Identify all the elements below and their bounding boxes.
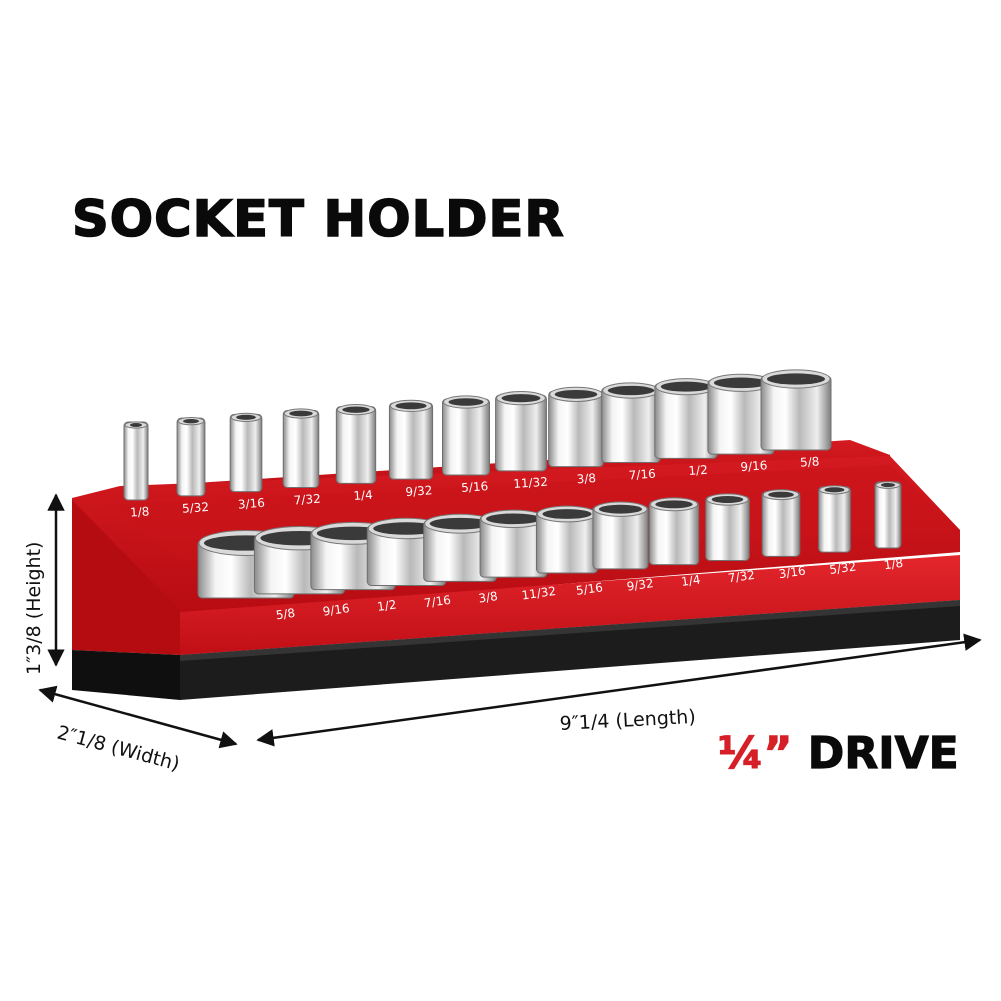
front-row-size-label: 9/32 [626,576,655,594]
front-row-socket [536,505,598,574]
drive-fraction: ¼” [717,727,793,779]
product-title: SOCKET HOLDER [71,189,565,249]
back-row-size-label: 7/16 [628,467,656,483]
width-label: 2″1/8 (Width) [55,722,182,776]
back-row-socket [707,373,775,455]
front-row-socket [818,485,851,553]
back-row-size-label: 5/16 [461,479,489,495]
front-row-size-label: 7/16 [423,593,452,611]
front-row-socket [423,513,497,582]
back-row-size-label: 7/32 [293,492,321,508]
length-label: 9″1/4 (Length) [559,706,696,735]
back-row-sockets: 1/8 5/32 3/16 7/32 1/4 9/32 5/16 11/32 3/8 7/16 1/… [123,369,832,520]
back-row-size-label: 1/4 [353,488,373,503]
back-row-socket [282,408,320,488]
back-row-size-label: 5/8 [800,454,820,469]
drive-word: DRIVE [807,727,959,779]
back-row-socket [388,399,434,480]
height-dimension: 1″3/8 (Height) [23,493,65,675]
front-row-size-label: 5/32 [828,559,857,577]
back-row-socket [601,382,661,463]
back-row-socket [495,391,547,472]
front-row-size-label: 3/16 [778,564,807,582]
front-row-socket [479,509,548,578]
back-row-socket [335,404,377,484]
front-row-size-label: 11/32 [521,584,557,603]
back-row-socket [548,386,604,468]
back-row-size-label: 3/16 [237,496,265,512]
height-label: 1″3/8 (Height) [23,542,45,675]
front-row-sockets: 5/8 9/16 1/2 7/16 3/8 11/32 5/16 9/32 1/4 7/32 3/1… [197,481,904,623]
front-row-size-label: 7/32 [727,568,756,586]
back-row-size-label: 1/2 [688,463,708,478]
front-row-size-label: 3/8 [478,589,499,606]
front-row-socket [761,489,801,557]
back-row-socket [442,395,490,476]
back-row-socket [123,421,149,501]
back-row-size-label: 9/32 [405,483,433,499]
front-row-size-label: 5/16 [575,580,604,598]
front-row-size-label: 1/8 [883,556,904,573]
front-row-socket [592,501,649,570]
front-row-size-label: 5/8 [275,606,296,623]
back-row-size-label: 3/8 [576,471,596,486]
front-row-size-label: 1/2 [376,597,397,614]
back-row-size-label: 11/32 [513,475,548,491]
width-dimension: 2″1/8 (Width) [38,685,238,776]
back-row-size-label: 1/8 [130,504,150,519]
front-row-socket [874,481,902,549]
front-row-socket [705,493,750,561]
back-row-socket [176,417,206,497]
drive-size-label: ¼” DRIVE [717,727,959,779]
back-row-size-label: 9/16 [740,458,768,474]
front-row-socket [648,497,700,566]
back-row-socket [229,412,263,493]
back-row-size-label: 5/32 [182,500,210,516]
front-row-size-label: 1/4 [680,572,701,589]
front-row-size-label: 9/16 [322,601,351,619]
back-row-socket [760,369,832,451]
back-row-socket [654,378,718,459]
